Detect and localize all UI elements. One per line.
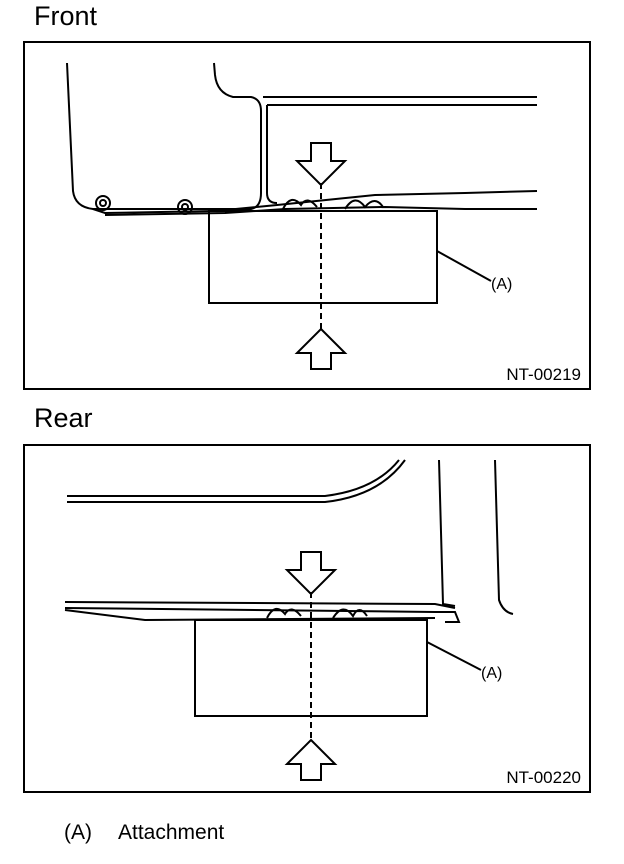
rear-down-arrow-icon [284,551,338,596]
rear-bump-left [266,607,302,619]
front-illustration: (A) [66,62,538,370]
front-bolt-right-inner [181,203,189,211]
legend: (A) Attachment [64,822,224,843]
front-up-arrow-icon [294,327,348,370]
front-heading: Front [34,1,98,31]
front-label-a: (A) [491,276,512,293]
rear-flange-low [64,609,436,622]
rear-diagram-panel: (A) NT-00220 [23,444,591,793]
rear-frame-top [67,459,400,497]
legend-text: Attachment [118,821,225,844]
front-frame-vertical [266,105,278,204]
front-down-arrow-icon [294,142,348,187]
front-bolt-left [95,195,111,211]
front-attachment-block [208,210,438,304]
rear-label-a: (A) [481,665,502,682]
front-figure-code: NT-00219 [506,365,581,384]
rear-bump-right [332,608,368,619]
rear-leader-line [426,641,482,671]
front-base-line [104,205,537,216]
rear-up-arrow-icon [284,738,338,781]
front-leader-line [436,250,492,282]
rear-flange-top [64,601,456,609]
rear-tank-right [438,459,456,607]
rear-tank-corner [494,459,514,615]
front-bolt-left-inner [99,199,107,207]
front-flange [92,190,538,215]
rear-flange-bottom [64,607,461,623]
front-diagram-panel: (A) NT-00219 [23,41,591,390]
rear-illustration: (A) [64,459,514,781]
legend-key: (A) [64,821,92,844]
front-tank-outline [66,62,262,210]
front-bump-right [344,199,384,210]
rear-frame-inner [67,459,406,503]
front-bump-left [282,198,318,210]
rear-figure-code: NT-00220 [506,768,581,787]
front-bolt-right [177,199,193,215]
rear-heading: Rear [34,403,93,433]
